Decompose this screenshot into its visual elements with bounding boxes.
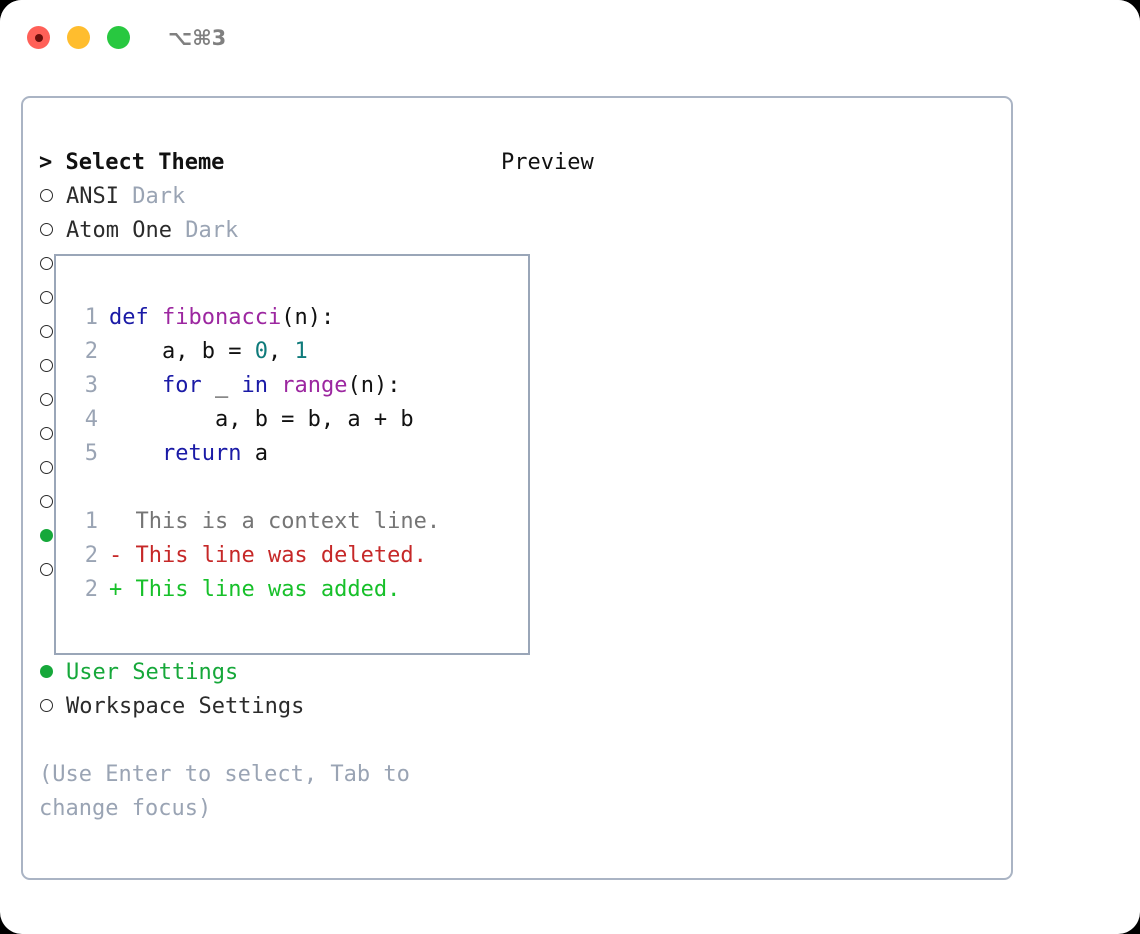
diff-marker: -: [109, 543, 123, 568]
code-token-plain: a, b = b, a + b: [109, 407, 414, 432]
diff-text: This line was added.: [122, 577, 401, 602]
code-token-plain: (n):: [347, 373, 401, 398]
keyboard-shortcut-label: ⌥⌘3: [168, 26, 227, 50]
code-token-plain: _: [201, 373, 242, 398]
theme-option-category: Dark: [185, 218, 239, 243]
apply-to-option-user-settings[interactable]: User Settings: [39, 656, 469, 690]
theme-option-atom-one[interactable]: Atom One Dark: [39, 214, 469, 248]
code-token-fn: fibonacci: [162, 305, 282, 330]
diff-line-content: + This line was added.: [98, 573, 400, 607]
diff-marker: [109, 509, 122, 534]
code-line: 3 for _ in range(n):: [70, 369, 440, 403]
code-token-plain: (n):: [281, 305, 335, 330]
traffic-light-buttons: [27, 26, 130, 49]
spacer-2: [39, 724, 469, 758]
diff-text: This is a context line.: [122, 509, 441, 534]
code-line: 2 a, b = 0, 1: [70, 335, 440, 369]
code-token-plain: [109, 441, 162, 466]
diff-marker: +: [109, 577, 123, 602]
code-token-plain: [268, 373, 281, 398]
apply-to-option-label: User Settings: [66, 660, 239, 685]
code-token-kw: for: [161, 373, 202, 398]
title-bar: ⌥⌘3: [0, 0, 1140, 78]
diff-line-number: 1: [84, 509, 98, 534]
code-token-fn: range: [281, 373, 348, 398]
code-spacer: [70, 471, 440, 505]
close-icon: [34, 33, 43, 42]
diff-line-content: - This line was deleted.: [98, 539, 427, 573]
label-separator: [172, 214, 185, 248]
diff-line-number: 2: [84, 543, 98, 568]
code-token-kw: def: [109, 305, 149, 330]
theme-option-ansi[interactable]: ANSI Dark: [39, 180, 469, 214]
code-line-source: for _ in range(n):: [98, 369, 400, 403]
diff-line-content: This is a context line.: [98, 505, 440, 539]
diff-line: 2+ This line was added.: [70, 573, 440, 607]
code-token-num: 1: [294, 339, 308, 364]
keyboard-hint-text: (Use Enter to select, Tab to change focu…: [39, 762, 424, 821]
code-line-source: a, b = 0, 1: [98, 335, 308, 369]
label-separator: [119, 180, 132, 214]
line-number: 1: [84, 305, 98, 330]
code-token-plain: a: [241, 441, 268, 466]
code-token-kw: return: [161, 441, 242, 466]
code-token-plain: ,: [267, 339, 295, 364]
code-line-source: a, b = b, a + b: [98, 403, 414, 437]
code-line: 5 return a: [70, 437, 440, 471]
line-number: 3: [84, 373, 98, 398]
code-line-source: return a: [98, 437, 268, 471]
diff-line: 2- This line was deleted.: [70, 539, 440, 573]
maximize-button[interactable]: [107, 26, 130, 49]
preview-title: Preview: [501, 150, 594, 175]
close-button[interactable]: [27, 26, 50, 49]
theme-option-label: ANSI: [66, 184, 119, 209]
theme-option-category: Dark: [132, 184, 186, 209]
line-number: 5: [84, 441, 98, 466]
minimize-button[interactable]: [67, 26, 90, 49]
code-line-source: def fibonacci(n):: [98, 301, 334, 335]
line-number: 2: [84, 339, 98, 364]
line-number: 4: [84, 407, 98, 432]
code-token-num: 0: [254, 339, 268, 364]
preview-column: Preview: [501, 146, 1001, 180]
code-token-plain: [149, 305, 162, 330]
code-token-plain: [109, 373, 162, 398]
code-line: 4 a, b = b, a + b: [70, 403, 440, 437]
diff-line-number: 2: [84, 577, 98, 602]
theme-option-label: Atom One: [66, 218, 172, 243]
diff-line: 1 This is a context line.: [70, 505, 440, 539]
select-theme-header: > Select Theme: [39, 150, 225, 175]
diff-sample-lines: 1 This is a context line.2- This line wa…: [70, 505, 440, 607]
diff-text: This line was deleted.: [122, 543, 427, 568]
apply-to-option-label: Workspace Settings: [66, 694, 305, 719]
code-token-kw: in: [241, 373, 268, 398]
code-token-plain: a, b =: [109, 339, 255, 364]
apply-to-option-workspace-settings[interactable]: Workspace Settings: [39, 690, 469, 724]
